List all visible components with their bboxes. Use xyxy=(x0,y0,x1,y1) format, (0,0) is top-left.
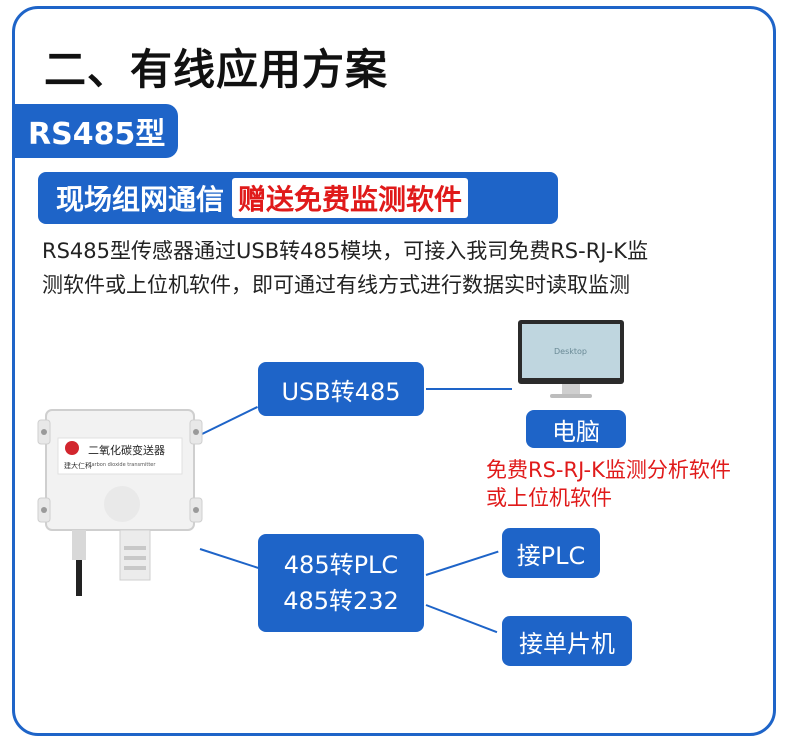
banner-free-software-text: 赠送免费监测软件 xyxy=(232,178,469,218)
software-note-line-2: 或上位机软件 xyxy=(486,486,612,510)
converter-label-box: 485转PLC 485转232 xyxy=(258,534,424,632)
page-title: 二、有线应用方案 xyxy=(44,45,389,94)
device-model-en-text: Carbon dioxide transmitter xyxy=(88,462,156,468)
software-note-line-1: 免费RS-RJ-K监测分析软件 xyxy=(486,458,731,482)
banner-network-text: 现场组网通信 xyxy=(56,183,225,216)
line-usb-computer xyxy=(426,388,512,390)
monitor-screen-text: Desktop xyxy=(554,347,587,356)
description-line-1: RS485型传感器通过USB转485模块，可接入我司免费RS-RJ-K监 xyxy=(42,239,649,263)
co2-transmitter-image: 建大仁科 二氧化碳变送器 Carbon dioxide transmitter xyxy=(37,409,203,596)
software-banner: 现场组网通信 赠送免费监测软件 xyxy=(38,172,558,224)
connect-mcu-label: 接单片机 xyxy=(502,616,632,666)
converter-label-plc: 485转PLC xyxy=(283,551,399,579)
rs485-badge: RS485型 xyxy=(12,104,178,158)
description: RS485型传感器通过USB转485模块，可接入我司免费RS-RJ-K监 测软件… xyxy=(42,234,762,302)
connect-plc-label: 接PLC xyxy=(502,528,600,578)
device-brand-text: 建大仁科 xyxy=(64,461,92,470)
converter-label-232: 485转232 xyxy=(283,587,399,615)
computer-monitor-icon: Desktop xyxy=(518,320,624,398)
device-model-text: 二氧化碳变送器 xyxy=(88,443,165,457)
usb-to-485-label: USB转485 xyxy=(258,362,424,416)
computer-label: 电脑 xyxy=(526,410,626,448)
software-note: 免费RS-RJ-K监测分析软件 或上位机软件 xyxy=(486,456,786,512)
description-line-2: 测软件或上位机软件，即可通过有线方式进行数据实时读取监测 xyxy=(42,273,630,297)
